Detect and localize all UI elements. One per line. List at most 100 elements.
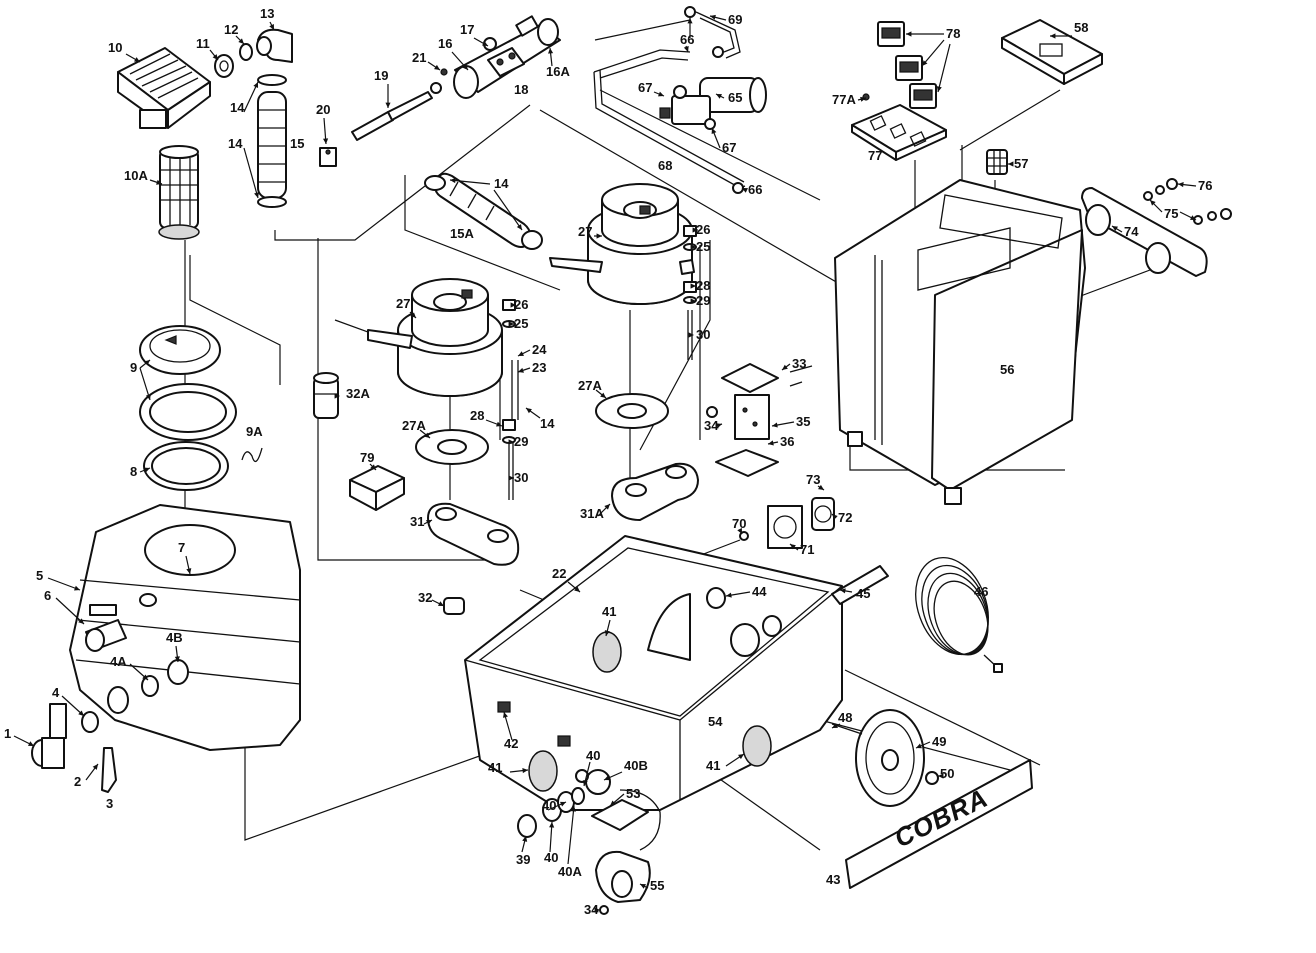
callout-16: 16 — [438, 36, 452, 51]
callout-arrowhead — [610, 800, 616, 806]
callout-23: 23 — [532, 360, 546, 375]
hose-15A — [424, 172, 543, 250]
callout-16a: 16A — [546, 64, 570, 79]
callout-arrowhead — [690, 283, 696, 289]
fittings-44-45 — [443, 565, 889, 637]
callout-25: 25 — [514, 316, 528, 331]
callout-arrowhead — [503, 712, 508, 718]
callout-19: 19 — [374, 68, 388, 83]
callout-28: 28 — [470, 408, 484, 423]
callout-arrowhead — [144, 360, 150, 366]
callout-arrowhead — [144, 467, 150, 473]
callout-29: 29 — [696, 293, 710, 308]
base-chassis-54 — [464, 535, 843, 811]
relay-79 — [349, 465, 405, 511]
callout-79: 79 — [360, 450, 374, 465]
callout-24: 24 — [532, 342, 547, 357]
callout-arrowhead — [334, 393, 340, 399]
callout-78: 78 — [946, 26, 960, 41]
callout-arrowhead — [410, 312, 416, 318]
callout-54: 54 — [708, 714, 723, 729]
callout-2: 2 — [74, 774, 81, 789]
callout-45: 45 — [856, 586, 870, 601]
callout-arrowhead — [560, 801, 566, 807]
callout-14: 14 — [230, 100, 245, 115]
callout-42: 42 — [504, 736, 518, 751]
callout-50: 50 — [940, 766, 954, 781]
callout-arrowhead — [522, 836, 528, 842]
callout-arrowhead — [522, 768, 528, 774]
hose-68-69 — [593, 6, 746, 194]
callout-75: 75 — [1164, 206, 1178, 221]
callout-leader — [567, 805, 575, 865]
callout-18: 18 — [514, 82, 528, 97]
callout-arrowhead — [174, 656, 180, 662]
callout-arrowhead — [832, 723, 838, 728]
callout-arrowhead — [860, 96, 866, 102]
callout-46: 46 — [974, 584, 988, 599]
callout-arrowhead — [1190, 215, 1196, 220]
callout-arrowhead — [600, 392, 606, 398]
callout-32a: 32A — [346, 386, 370, 401]
pump-rod-19 — [351, 68, 448, 141]
callout-arrowhead — [922, 60, 928, 66]
callout-20: 20 — [316, 102, 330, 117]
callout-arrowhead — [385, 102, 391, 108]
callout-26: 26 — [514, 297, 528, 312]
callout-76: 76 — [1198, 178, 1212, 193]
rocker-switches-78 — [862, 21, 937, 109]
coupling-32A — [313, 372, 339, 419]
callout-leader — [47, 577, 81, 591]
callout-4: 4 — [52, 685, 60, 700]
callout-55: 55 — [650, 878, 664, 893]
callout-arrowhead — [716, 94, 722, 99]
callout-arrowhead — [690, 298, 696, 304]
callout-arrowhead — [238, 38, 244, 44]
callout-arrowhead — [916, 743, 922, 749]
callout-arrowhead — [434, 64, 440, 70]
callout-68: 68 — [658, 158, 672, 173]
callout-67: 67 — [722, 140, 736, 155]
callout-40a: 40A — [558, 864, 582, 879]
callout-arrowhead — [426, 520, 432, 525]
callout-73: 73 — [806, 472, 820, 487]
callout-13: 13 — [260, 6, 274, 21]
callout-6: 6 — [44, 588, 51, 603]
callout-arrowhead — [74, 585, 80, 591]
callout-65: 65 — [728, 90, 742, 105]
callout-1: 1 — [4, 726, 11, 741]
callout-arrowhead — [518, 351, 524, 356]
callout-49: 49 — [932, 734, 946, 749]
callout-arrowhead — [690, 244, 696, 250]
callout-arrowhead — [370, 464, 376, 470]
callout-arrowhead — [549, 822, 555, 828]
callout-arrowhead — [508, 475, 514, 481]
callout-39: 39 — [516, 852, 530, 867]
callout-arrowhead — [604, 504, 610, 510]
callout-arrowhead — [570, 806, 576, 812]
callout-27a: 27A — [402, 418, 426, 433]
callout-arrowhead — [604, 775, 610, 781]
gaskets-8-9 — [139, 325, 263, 491]
fitting-20 — [319, 147, 337, 167]
callout-leader — [55, 597, 85, 625]
callout-41: 41 — [602, 604, 616, 619]
callout-29: 29 — [514, 434, 528, 449]
brackets-31-31A — [427, 462, 699, 566]
callout-arrowhead — [596, 233, 602, 239]
callout-arrowhead — [574, 586, 580, 592]
callout-9a: 9A — [246, 424, 263, 439]
callout-70: 70 — [732, 516, 746, 531]
callout-arrowhead — [742, 188, 748, 193]
callout-arrowhead — [28, 741, 34, 746]
callout-10a: 10A — [124, 168, 148, 183]
callout-57: 57 — [1014, 156, 1028, 171]
callout-arrowhead — [1178, 182, 1184, 188]
callout-12: 12 — [224, 22, 238, 37]
switch-plate-77 — [851, 104, 947, 161]
callout-arrowhead — [818, 484, 824, 490]
studs-and-nuts — [502, 225, 697, 500]
callout-25: 25 — [696, 239, 710, 254]
callout-66: 66 — [748, 182, 762, 197]
tray-58 — [1001, 19, 1103, 85]
